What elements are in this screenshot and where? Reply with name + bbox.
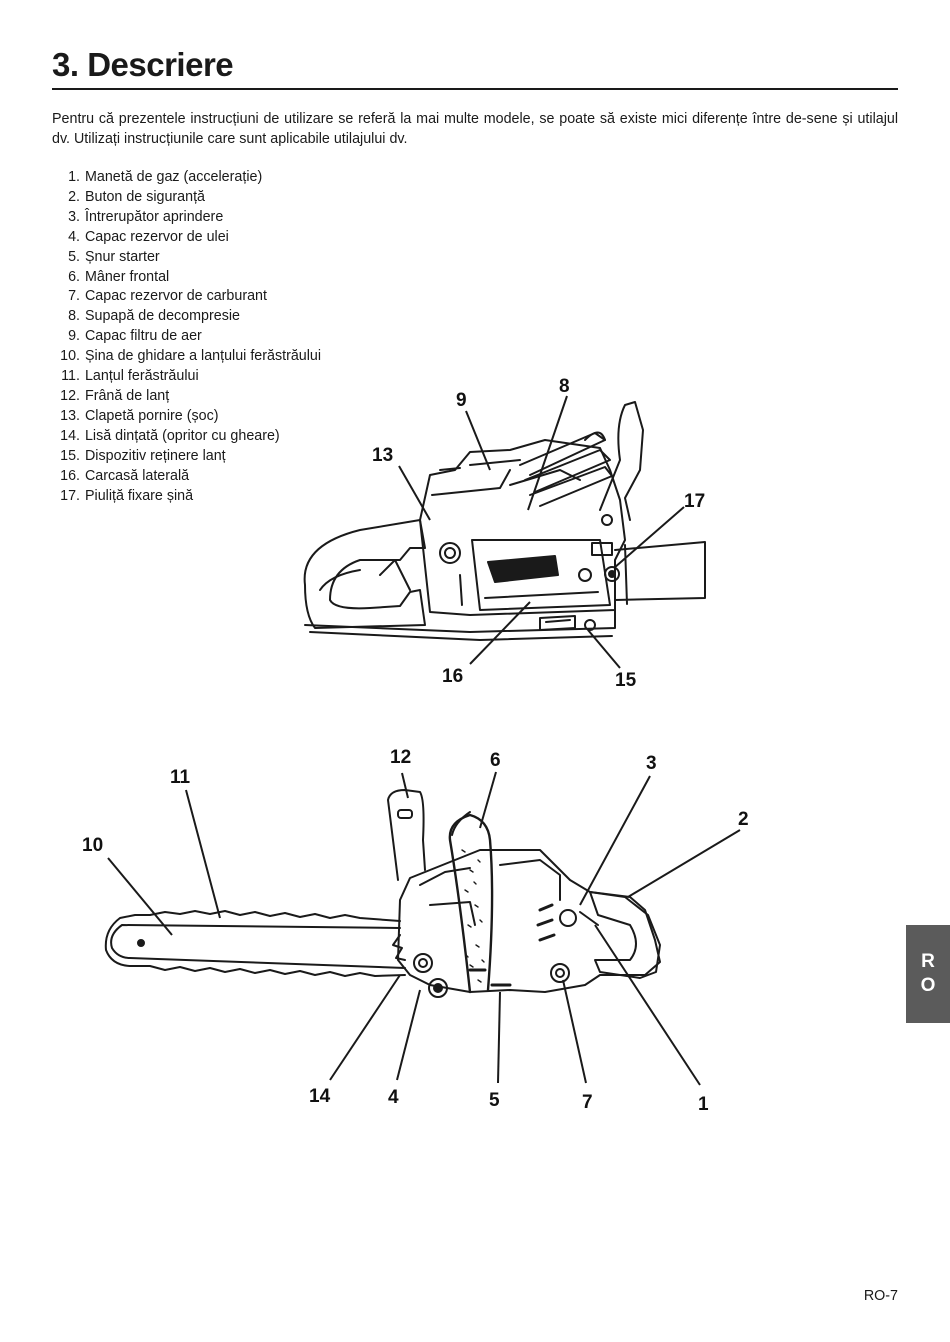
part-number: 10. bbox=[60, 348, 80, 365]
part-number: 2. bbox=[68, 188, 80, 205]
part-number: 6. bbox=[68, 268, 80, 285]
chainsaw-side-view-drawing bbox=[303, 401, 706, 641]
part-label: Dispozitiv reținere lanț bbox=[84, 447, 226, 464]
callout-8: 8 bbox=[559, 376, 570, 397]
part-label: Buton de siguranță bbox=[84, 188, 206, 205]
parts-list-item: 17. Piuliță fixare șină bbox=[52, 487, 321, 507]
parts-list: 1. Manetă de gaz (accelerație)2. Buton d… bbox=[52, 168, 321, 506]
parts-list-item: 7. Capac rezervor de carburant bbox=[52, 287, 321, 307]
callout-14: 14 bbox=[309, 1086, 331, 1107]
parts-list-item: 16. Carcasă laterală bbox=[52, 467, 321, 487]
parts-list-item: 1. Manetă de gaz (accelerație) bbox=[52, 168, 321, 188]
page-title: 3. Descriere bbox=[52, 46, 234, 83]
part-number: 16. bbox=[60, 467, 80, 484]
language-tab-letter-2: O bbox=[920, 975, 936, 996]
part-label: Piuliță fixare șină bbox=[84, 487, 194, 504]
callout-1: 1 bbox=[698, 1094, 709, 1115]
parts-list-item: 14. Lisă dințată (opritor cu gheare) bbox=[52, 427, 321, 447]
callout-9: 9 bbox=[456, 390, 467, 411]
callout-17: 17 bbox=[684, 491, 705, 512]
parts-list-item: 3. Întrerupător aprindere bbox=[52, 208, 321, 228]
part-number: 9. bbox=[68, 328, 80, 345]
part-number: 11. bbox=[61, 368, 80, 385]
part-number: 17. bbox=[60, 487, 80, 504]
part-label: Capac rezervor de carburant bbox=[84, 288, 267, 305]
title-rule bbox=[52, 88, 898, 90]
parts-list-item: 8. Supapă de decompresie bbox=[52, 307, 321, 327]
parts-list-item: 15. Dispozitiv reținere lanț bbox=[52, 447, 321, 467]
part-number: 7. bbox=[68, 288, 80, 305]
part-label: Întrerupător aprindere bbox=[84, 208, 224, 225]
part-number: 8. bbox=[68, 308, 80, 325]
callout-6: 6 bbox=[490, 750, 501, 771]
part-label: Carcasă laterală bbox=[84, 467, 190, 484]
callout-10: 10 bbox=[82, 835, 103, 856]
callout-13: 13 bbox=[372, 445, 393, 466]
chainsaw-full-view-drawing bbox=[104, 789, 661, 998]
callout-11: 11 bbox=[170, 767, 191, 788]
part-label: Supapă de decompresie bbox=[84, 308, 240, 325]
part-label: Frână de lanț bbox=[84, 387, 170, 404]
part-label: Șnur starter bbox=[84, 248, 160, 265]
parts-list-item: 2. Buton de siguranță bbox=[52, 188, 321, 208]
parts-list-item: 5. Șnur starter bbox=[52, 248, 321, 268]
callout-7: 7 bbox=[582, 1092, 593, 1113]
top-figure-callouts: 9 8 13 17 16 15 bbox=[372, 376, 705, 691]
parts-list-item: 4. Capac rezervor de ulei bbox=[52, 228, 321, 248]
top-figure-leader-lines bbox=[398, 395, 685, 669]
callout-5: 5 bbox=[489, 1090, 500, 1111]
language-tab-letter-1: R bbox=[921, 951, 935, 972]
bottom-figure-leader-lines bbox=[107, 771, 741, 1086]
part-number: 13. bbox=[60, 407, 80, 424]
bottom-figure-callouts: 12 6 3 11 2 10 14 4 5 7 1 bbox=[82, 747, 749, 1115]
callout-15: 15 bbox=[615, 670, 637, 691]
parts-list-item: 9. Capac filtru de aer bbox=[52, 327, 321, 347]
part-number: 3. bbox=[68, 208, 80, 225]
part-label: Lisă dințată (opritor cu gheare) bbox=[84, 427, 280, 444]
part-label: Manetă de gaz (accelerație) bbox=[84, 169, 263, 185]
part-number: 15. bbox=[60, 447, 80, 464]
part-label: Șina de ghidare a lanțului ferăstrăului bbox=[84, 348, 322, 365]
part-label: Capac filtru de aer bbox=[84, 328, 202, 345]
part-label: Clapetă pornire (șoc) bbox=[84, 407, 219, 424]
part-number: 5. bbox=[68, 248, 80, 265]
callout-4: 4 bbox=[388, 1087, 399, 1108]
part-label: Lanțul ferăstrăului bbox=[84, 368, 199, 385]
page-number: RO-7 bbox=[863, 1288, 898, 1304]
parts-list-item: 13. Clapetă pornire (șoc) bbox=[52, 407, 321, 427]
language-tab: R O bbox=[906, 925, 950, 1023]
part-number: 1. bbox=[68, 169, 80, 185]
part-number: 14. bbox=[60, 427, 80, 444]
parts-list-item: 10. Șina de ghidare a lanțului ferăstrău… bbox=[52, 347, 321, 367]
parts-list-item: 12. Frână de lanț bbox=[52, 387, 321, 407]
intro-paragraph: Pentru că prezentele instrucțiuni de uti… bbox=[52, 111, 898, 147]
part-label: Mâner frontal bbox=[84, 268, 170, 285]
parts-list-item: 11. Lanțul ferăstrăului bbox=[52, 367, 321, 387]
callout-12: 12 bbox=[390, 747, 411, 768]
part-number: 12. bbox=[60, 387, 80, 404]
callout-16: 16 bbox=[442, 666, 463, 687]
part-label: Capac rezervor de ulei bbox=[84, 228, 229, 245]
callout-2: 2 bbox=[738, 809, 749, 830]
part-number: 4. bbox=[68, 228, 80, 245]
parts-list-item: 6. Mâner frontal bbox=[52, 268, 321, 288]
callout-3: 3 bbox=[646, 753, 657, 774]
